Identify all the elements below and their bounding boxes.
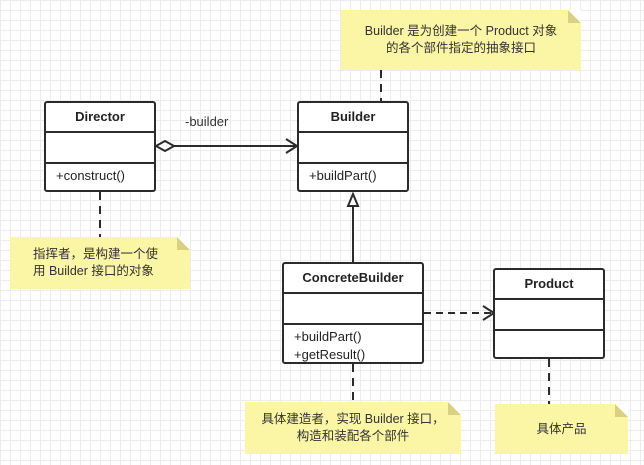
builder-note[interactable]: Builder 是为创建一个 Product 对象 的各个部件指定的抽象接口 [341, 10, 581, 70]
concrete-builder-class[interactable]: ConcreteBuilder +buildPart() +getResult(… [282, 262, 424, 364]
note-fold-corner [177, 237, 190, 250]
director-note-line: 指挥者，是构建一个使 [33, 247, 159, 261]
director-note-line: 用 Builder 接口的对象 [33, 264, 154, 278]
builder-operation: +buildPart() [309, 168, 377, 183]
director-class[interactable]: Director +construct() [44, 101, 156, 192]
builder-class[interactable]: Builder +buildPart() [297, 101, 409, 192]
director-class-name: Director [46, 103, 154, 133]
concrete-builder-note[interactable]: 具体建造者，实现 Builder 接口， 构造和装配各个部件 [245, 402, 461, 454]
builder-role-label: -builder [185, 114, 229, 129]
product-attributes [495, 300, 603, 331]
generalization-arrowhead [346, 191, 360, 207]
director-operation: +construct() [56, 168, 125, 183]
director-note[interactable]: 指挥者，是构建一个使 用 Builder 接口的对象 [10, 237, 190, 289]
note-fold-corner [568, 10, 581, 23]
concrete-builder-class-name: ConcreteBuilder [284, 264, 422, 294]
builder-operations: +buildPart() [299, 164, 407, 185]
director-attributes [46, 133, 154, 164]
concrete-builder-operation-build-part: +buildPart() [294, 329, 362, 344]
aggregation-diamond [153, 139, 177, 153]
concrete-builder-attributes [284, 294, 422, 325]
concrete-builder-note-line: 构造和装配各个部件 [296, 429, 410, 443]
builder-attributes [299, 133, 407, 164]
product-note[interactable]: 具体产品 [495, 404, 628, 454]
product-operations [495, 331, 603, 334]
builder-class-name: Builder [299, 103, 407, 133]
concrete-builder-operations: +buildPart() +getResult() [284, 325, 422, 364]
concrete-builder-operation-get-result: +getResult() [294, 347, 366, 362]
builder-note-line: 的各个部件指定的抽象接口 [385, 41, 536, 55]
director-operations: +construct() [46, 164, 154, 185]
builder-note-line: Builder 是为创建一个 Product 对象 [364, 24, 558, 38]
product-class-name: Product [495, 270, 603, 300]
note-fold-corner [615, 404, 628, 417]
note-fold-corner [448, 402, 461, 415]
concrete-builder-note-line: 具体建造者，实现 Builder 接口， [261, 412, 445, 426]
product-class[interactable]: Product [493, 268, 605, 359]
product-note-line: 具体产品 [536, 421, 587, 436]
